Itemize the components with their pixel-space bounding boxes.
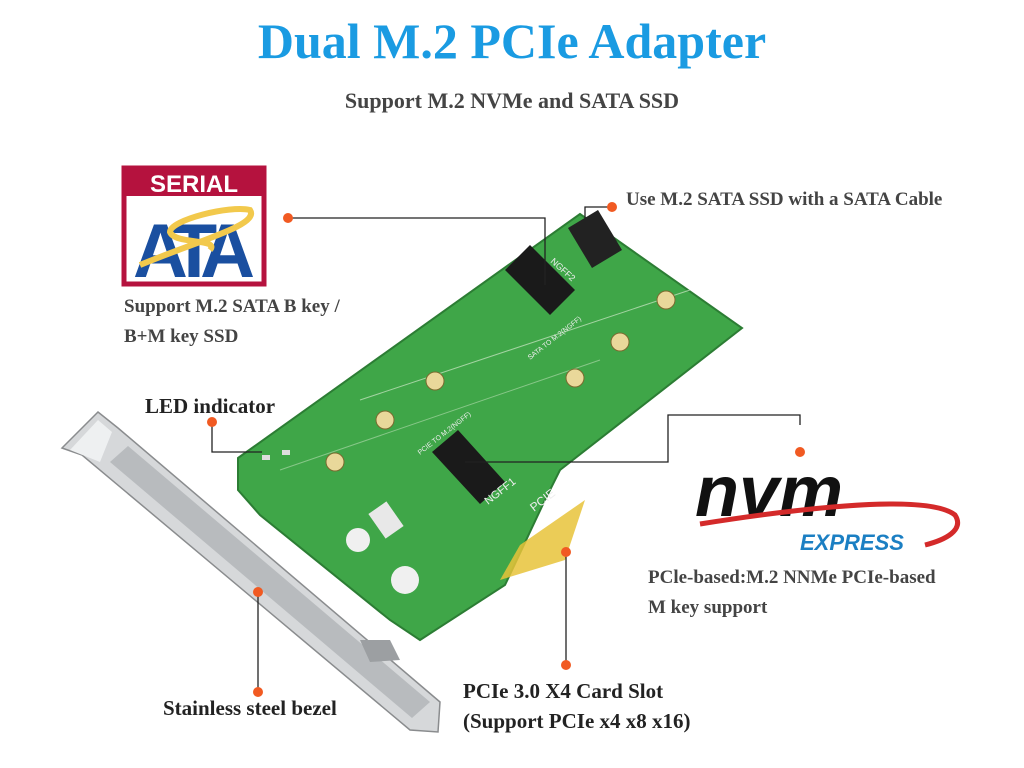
steel-bracket (60, 410, 441, 733)
serial-ata-logo: SERIAL ATA (121, 165, 267, 294)
callout-led: LED indicator (145, 394, 276, 418)
callout-nvme-1: PCle-based:M.2 NNMe PCIe-based (648, 567, 936, 588)
callout-slot-1: PCIe 3.0 X4 Card Slot (463, 679, 664, 703)
callout-lines (207, 202, 805, 697)
page-title: Dual M.2 PCIe Adapter (257, 13, 767, 69)
svg-text:ATA: ATA (133, 209, 255, 294)
page-subtitle: Support M.2 NVMe and SATA SSD (344, 88, 680, 113)
svg-text:SERIAL: SERIAL (150, 171, 238, 198)
svg-text:EXPRESS: EXPRESS (800, 530, 904, 555)
pcb-board: NGFF1 PCIE NGFF2 SATA TO M.2(NGFF) PCIE … (237, 210, 744, 642)
ngff1-connector (432, 430, 505, 504)
sata-port (568, 210, 622, 268)
callout-nvme-2: M key support (648, 597, 768, 618)
callout-slot-2: (Support PCIe x4 x8 x16) (463, 709, 691, 733)
nvm-express-logo: nvm EXPRESS (695, 452, 960, 555)
callout-sata-cable: Use M.2 SATA SSD with a SATA Cable (626, 189, 943, 210)
callout-sata-key-1: Support M.2 SATA B key / (124, 296, 340, 317)
callout-bezel: Stainless steel bezel (163, 696, 337, 720)
ngff2-connector (505, 245, 575, 315)
callout-sata-key-2: B+M key SSD (124, 326, 239, 347)
pcie-gold-fingers (500, 500, 585, 580)
